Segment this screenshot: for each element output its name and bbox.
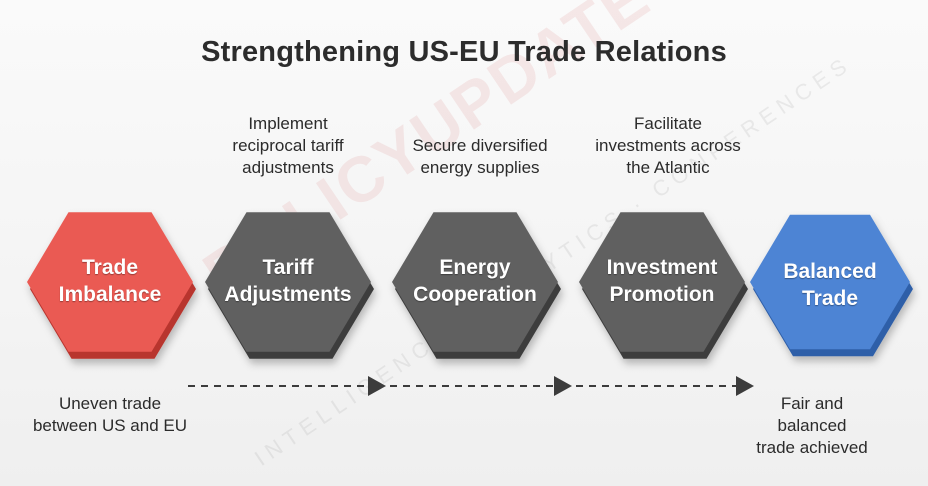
hexagon-label: Trade Imbalance [58,256,162,306]
node-caption: Facilitate investments across the Atlant… [595,114,741,177]
hexagon-label: Tariff Adjustments [224,256,352,306]
hexagon-node [27,212,196,359]
hexagon-face [27,212,193,352]
hexagon-face [205,212,371,352]
hexagon-label: Balanced Trade [783,260,877,310]
hexagon-face [579,212,745,352]
hexagon-face [750,214,910,350]
hexagon-label: Energy Cooperation [413,256,537,306]
node-caption: Fair and balanced trade achieved [756,394,868,457]
node-caption: Uneven trade between US and EU [32,394,188,435]
node-caption: Implement reciprocal tariff adjustments [232,114,344,177]
hexagon-face [392,212,558,352]
hexagon-label: Investment Promotion [606,256,718,306]
hexagon-node [750,214,913,357]
node-caption: Secure diversified energy supplies [412,136,548,177]
hexagon-node [579,212,748,359]
diagram-title: Strengthening US-EU Trade Relations [201,36,727,68]
hexagon-node [392,212,561,359]
hexagon-layer [27,212,913,359]
hexagon-node [205,212,374,359]
